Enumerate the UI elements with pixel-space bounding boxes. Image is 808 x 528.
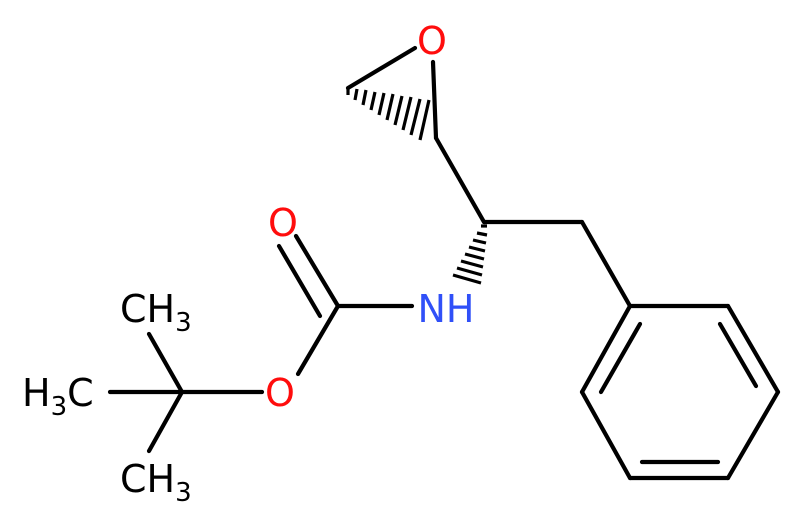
atom-carbonyl-oxygen: O: [268, 201, 298, 245]
atom-amine-nh: NH: [418, 287, 475, 331]
atom-labels: O O O NH CH3 H3C CH3: [22, 19, 475, 508]
bond-ccarbonyl-oester: [295, 303, 341, 377]
atom-methyl-bottom: CH3: [120, 457, 192, 508]
hash-wedge-epoxide: [346, 88, 431, 141]
bond-c-o-double-a: [293, 233, 341, 309]
bond-epoxide-o-ch2: [345, 45, 418, 91]
atom-ester-oxygen: O: [265, 371, 295, 415]
bond-ring-6: [579, 303, 633, 395]
atom-methyl-left: H3C: [22, 371, 94, 422]
hash-wedge-amine: [452, 224, 488, 285]
bond-ring-3: [725, 389, 781, 481]
atom-epoxide-oxygen: O: [417, 19, 447, 63]
bonds: [107, 45, 781, 481]
hashed-wedges: [346, 88, 488, 285]
bond-ring-5: [579, 389, 633, 481]
bond-epoxide-o-cstar: [430, 59, 439, 141]
bond-cquat-me-bottom: [146, 389, 185, 454]
bond-ch2-ipso: [579, 219, 633, 309]
bond-cquat-me-top: [146, 331, 185, 395]
bond-ring-inner-c: [598, 321, 643, 395]
atom-methyl-top: CH3: [120, 287, 192, 338]
bond-ring-2: [725, 303, 781, 395]
bond-c-o-double-b: [276, 243, 323, 319]
bond-ring-inner-a: [717, 321, 759, 389]
bond-cepox-calpha: [433, 135, 487, 225]
